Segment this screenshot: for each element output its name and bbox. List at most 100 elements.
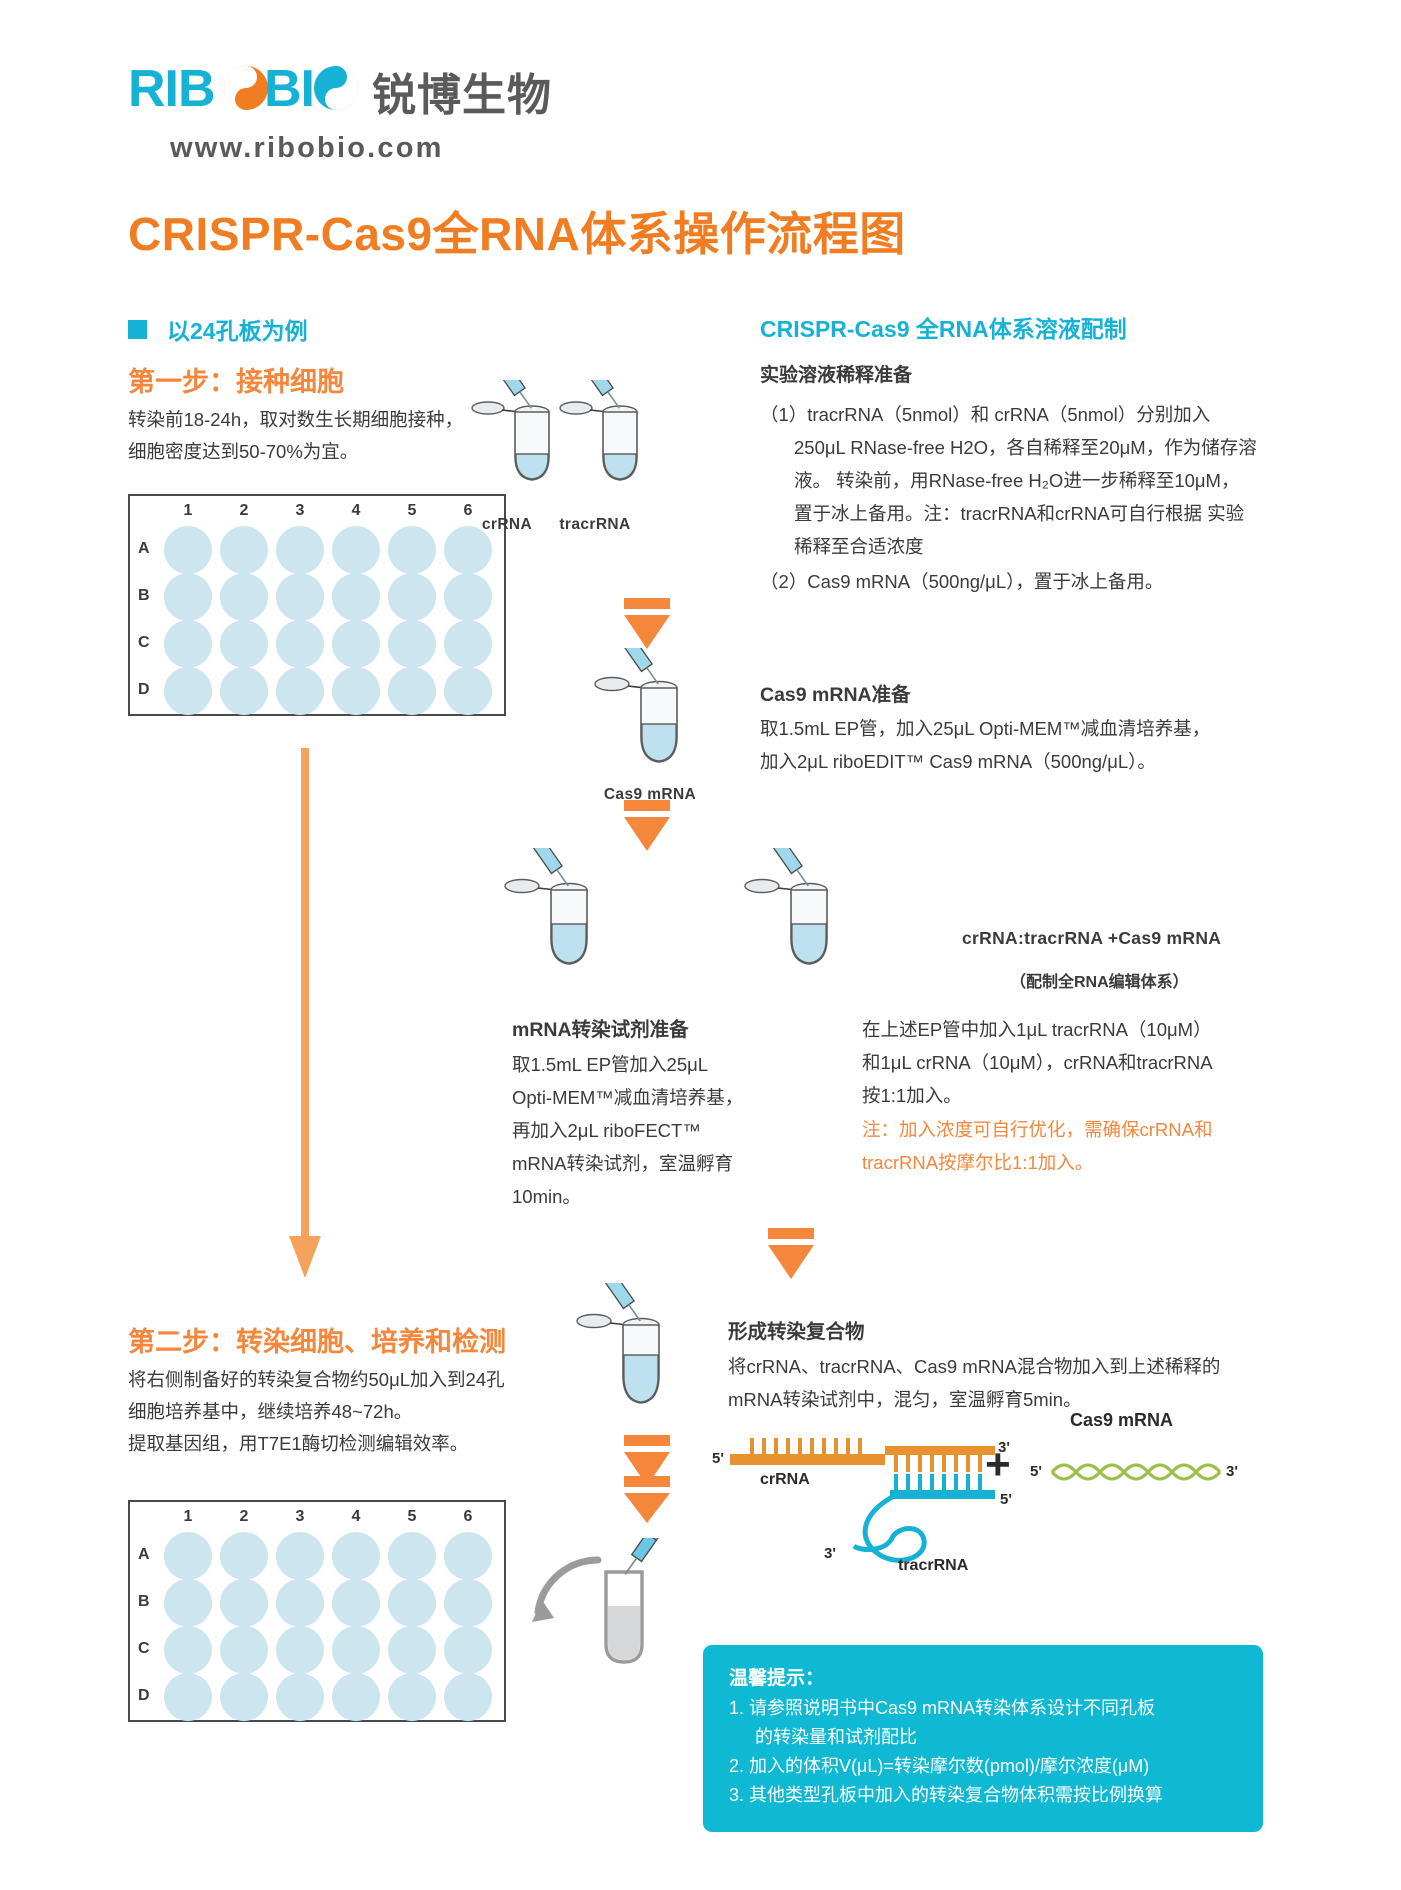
- plus-sign: +: [985, 1440, 1011, 1489]
- mix-sublabel: （配制全RNA编辑体系）: [1010, 974, 1189, 991]
- ribobio-wordmark-icon: RIB BI: [128, 62, 358, 118]
- tips-title: 温馨提示：: [729, 1668, 825, 1689]
- svg-text:BI: BI: [264, 62, 314, 118]
- complex-line1: 将crRNA、tracrRNA、Cas9 mRNA混合物加入到上述稀释的: [728, 1356, 1221, 1377]
- plate-bottom-column-label: 3: [295, 1508, 305, 1525]
- plate-well: [388, 526, 436, 574]
- flow-arrow-5: [624, 1476, 670, 1523]
- plate-well: [164, 1673, 212, 1721]
- complex-body: 将crRNA、tracrRNA、Cas9 mRNA混合物加入到上述稀释的 mRN…: [728, 1350, 1288, 1416]
- step2-line3: 提取基因组，用T7E1酶切检测编辑效率。: [128, 1433, 469, 1454]
- step1-line1: 转染前18-24h，取对数生长期细胞接种，: [128, 409, 464, 430]
- plate-bottom-column-label: 5: [407, 1508, 417, 1525]
- plate-well: [276, 1673, 324, 1721]
- tube-pair-crrna-tracrrna-icon: [471, 380, 638, 481]
- plate-bottom-column-label: 6: [463, 1508, 473, 1525]
- plate-well: [388, 1532, 436, 1580]
- plate-well: [164, 1532, 212, 1580]
- item1-line4: 置于冰上备用。注：tracrRNA和crRNA可自行根据: [794, 503, 1203, 524]
- plate-well: [388, 667, 436, 715]
- plate-well: [332, 526, 380, 574]
- tips-item-3: 3. 其他类型孔板中加入的转染复合物体积需按比例换算: [729, 1785, 1164, 1805]
- flow-arrow-1: [624, 598, 670, 649]
- plate-well: [276, 1626, 324, 1674]
- item1-line5: 实验稀释至合适浓度: [794, 503, 1245, 557]
- plate-well: [276, 1532, 324, 1580]
- svg-text:tracrRNA: tracrRNA: [898, 1557, 969, 1574]
- plate-well: [164, 573, 212, 621]
- flow-arrow-3: [768, 1228, 814, 1279]
- tips-item-1-b: 的转染量和试剂配比: [755, 1727, 917, 1747]
- plate-well: [164, 620, 212, 668]
- flow-arrow-2: [624, 800, 670, 851]
- plate-well: [332, 620, 380, 668]
- complex-heading: 形成转染复合物: [728, 1321, 865, 1343]
- item1-line3: 转染前，用RNase-free H₂O进一步稀释至10μM，: [836, 470, 1240, 491]
- page-title: CRISPR-Cas9全RNA体系操作流程图: [128, 208, 906, 260]
- plate-well: [444, 526, 492, 574]
- mix-note-line1: 注：加入浓度可自行优化，需确保crRNA和: [862, 1119, 1213, 1140]
- plate-well: [444, 1579, 492, 1627]
- plate-well: [332, 1673, 380, 1721]
- tips-item-1-a: 1. 请参照说明书中Cas9 mRNA转染体系设计不同孔板: [729, 1698, 1156, 1718]
- mix-note-line2: tracrRNA按摩尔比1:1加入。: [862, 1152, 1094, 1173]
- svg-text:5': 5': [1000, 1491, 1012, 1508]
- solution-prep-title: CRISPR-Cas9 全RNA体系溶液配制: [760, 316, 1127, 342]
- step2-line1: 将右侧制备好的转染复合物约50μL加入到24孔: [128, 1369, 505, 1390]
- tube-label-cas9-mrna: Cas9 mRNA: [603, 786, 697, 803]
- cas9-mrna-strand-icon: 5' 3': [1030, 1463, 1238, 1481]
- plate-top-column-label: 1: [183, 502, 193, 519]
- plate-well: [332, 1579, 380, 1627]
- cas9-prep-line1: 取1.5mL EP管，加入25μL Opti-MEM™减血清培养基，: [760, 718, 1211, 739]
- plate-well: [220, 1673, 268, 1721]
- plate-well: [276, 620, 324, 668]
- plate-well: [276, 667, 324, 715]
- cas9-prep-heading: Cas9 mRNA准备: [760, 684, 911, 706]
- mix-line3: 按1:1加入。: [862, 1085, 962, 1106]
- plate-top-row-label: B: [138, 587, 150, 604]
- step1-line2: 细胞密度达到50-70%为宜。: [128, 441, 359, 462]
- svg-text:crRNA: crRNA: [760, 1471, 810, 1488]
- tube-mix-icon: [744, 848, 828, 965]
- plate-well: [332, 573, 380, 621]
- tips-item-2: 2. 加入的体积V(μL)=转染摩尔数(pmol)/摩尔浓度(μM): [729, 1756, 1150, 1776]
- svg-text:3': 3': [998, 1439, 1010, 1456]
- plate-bottom-column-label: 4: [351, 1508, 361, 1525]
- solution-prep-subheading: 实验溶液稀释准备: [760, 365, 913, 386]
- plate-well: [444, 1532, 492, 1580]
- plate-top-column-label: 2: [239, 502, 249, 519]
- tube-label-tracrrna: tracrRNA: [559, 516, 631, 533]
- plate-well: [388, 573, 436, 621]
- step1-body: 转染前18-24h，取对数生长期细胞接种， 细胞密度达到50-70%为宜。: [128, 404, 518, 468]
- plate-well: [164, 526, 212, 574]
- cas9-prep-line2: 加入2μL riboEDIT™ Cas9 mRNA（500ng/μL）。: [760, 751, 1156, 772]
- plate-top-column-label: 3: [295, 502, 305, 519]
- plate-well: [444, 667, 492, 715]
- plate-bottom-row-label: A: [138, 1546, 150, 1563]
- tube-complex-icon: [576, 1283, 660, 1404]
- transfer-to-plate-icon: [532, 1538, 666, 1664]
- plate-bottom-row-label: B: [138, 1593, 150, 1610]
- plate-well: [444, 620, 492, 668]
- svg-text:3': 3': [824, 1545, 836, 1562]
- plate-top-column-label: 6: [463, 502, 473, 519]
- plate-well: [276, 573, 324, 621]
- mix-note: 注：加入浓度可自行优化，需确保crRNA和 tracrRNA按摩尔比1:1加入。: [862, 1113, 1282, 1179]
- plate-top-row-label: A: [138, 540, 150, 557]
- svg-text:5': 5': [712, 1450, 724, 1467]
- plate-well: [220, 1626, 268, 1674]
- step1-heading: 第一步：接种细胞: [128, 367, 344, 397]
- tips-box: 温馨提示： 1. 请参照说明书中Cas9 mRNA转染体系设计不同孔板 的转染量…: [703, 1645, 1263, 1832]
- mix-body: 在上述EP管中加入1μL tracrRNA（10μM） 和1μL crRNA（1…: [862, 1013, 1282, 1112]
- mix-line1: 在上述EP管中加入1μL tracrRNA（10μM）: [862, 1019, 1212, 1040]
- complex-line2: mRNA转染试剂中，混匀，室温孵育5min。: [728, 1389, 1082, 1410]
- plate-well: [388, 1626, 436, 1674]
- example-plate-text: 以24孔板为例: [167, 318, 308, 344]
- mrna-reagent-line1: 取1.5mL EP管加入25μL: [512, 1054, 709, 1075]
- plate-well: [444, 573, 492, 621]
- plate-top-row-label: D: [138, 681, 150, 698]
- cas9-prep-body: 取1.5mL EP管，加入25μL Opti-MEM™减血清培养基， 加入2μL…: [760, 712, 1280, 778]
- plate-well: [220, 573, 268, 621]
